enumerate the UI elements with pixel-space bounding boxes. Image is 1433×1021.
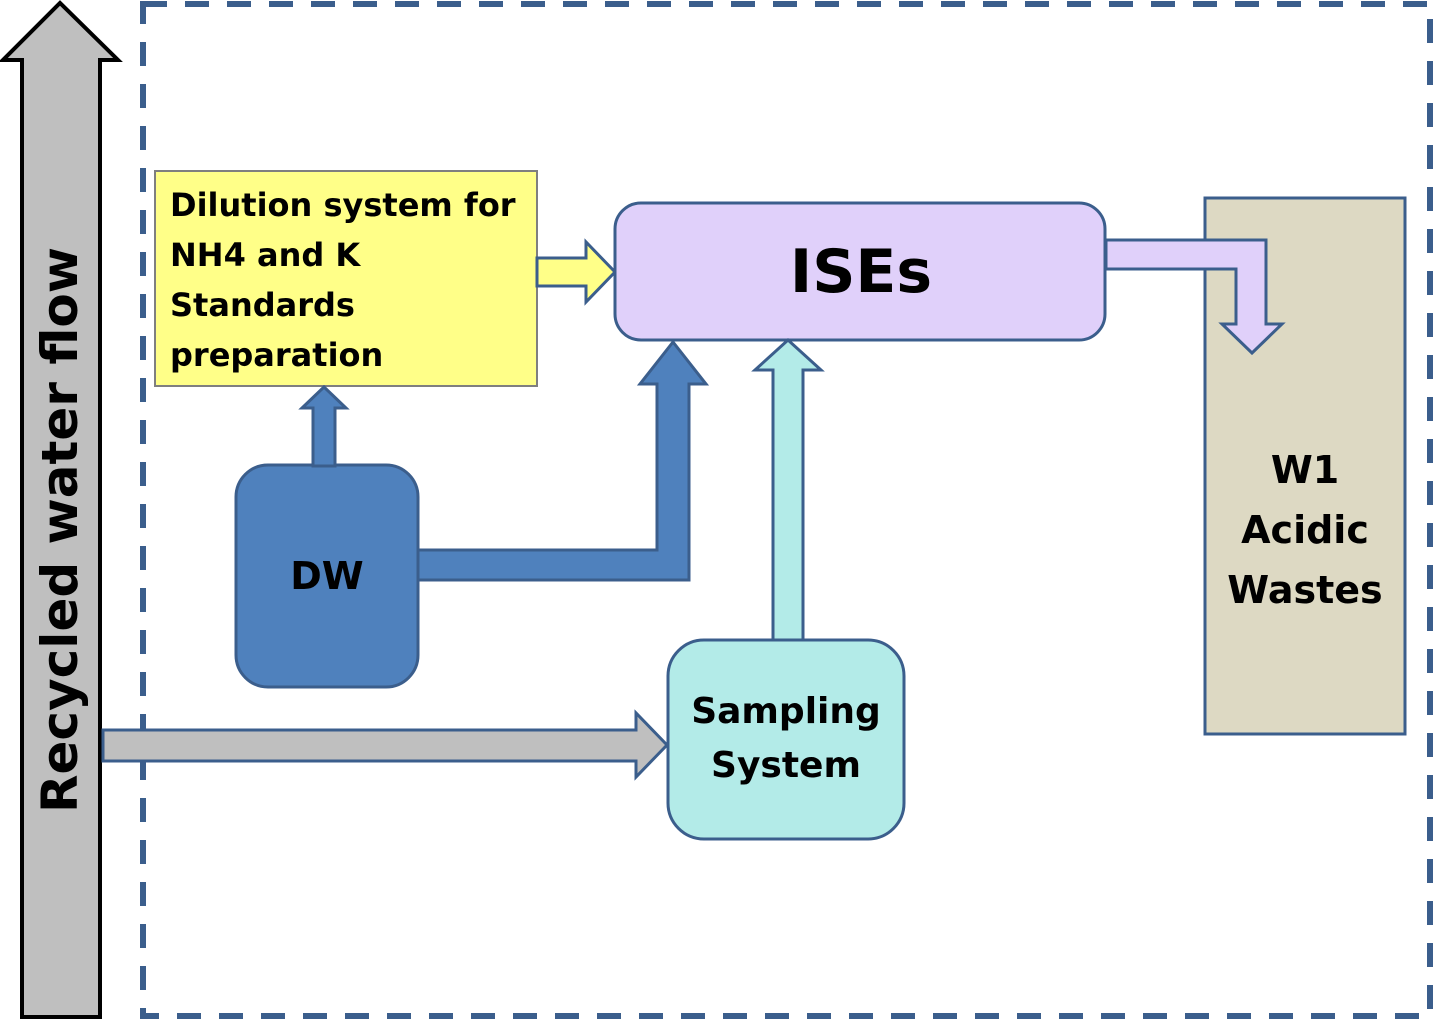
ises-label: ISEs [789, 237, 933, 307]
waste-line: Acidic [1241, 508, 1369, 552]
dw-label: DW [290, 554, 364, 598]
dilution-line: NH4 and K [170, 236, 361, 274]
dw-to-ises-arrow [416, 339, 710, 582]
waste-line: Wastes [1227, 568, 1383, 612]
dilution-to-ises-arrow [535, 238, 618, 306]
waste-label: W1 Acidic Wastes [1206, 440, 1404, 620]
system-boundary [140, 1, 1433, 1019]
sampling-line: System [711, 745, 861, 786]
sampling-system-label: Sampling System [669, 640, 903, 838]
sampling-to-ises-arrow [751, 337, 825, 642]
dilution-system-box [154, 170, 538, 387]
recycled-water-flow-arrow [0, 0, 123, 1019]
waste-line: W1 [1270, 448, 1340, 492]
dilution-line: Dilution system for [170, 186, 516, 224]
dilution-line: preparation [170, 336, 384, 374]
sampling-line: Sampling [691, 691, 881, 732]
recycled-to-sampling-arrow [101, 709, 670, 781]
recycled-water-flow-text: Recycled water flow [31, 247, 89, 813]
dw-to-dilution-arrow [298, 384, 350, 468]
ises-to-waste-arrow [1104, 238, 1286, 356]
dilution-line: Standards [170, 286, 355, 324]
dilution-system-label: Dilution system for NH4 and K Standards … [170, 180, 530, 380]
sampling-system-box [666, 638, 906, 841]
ises-box [613, 201, 1107, 342]
